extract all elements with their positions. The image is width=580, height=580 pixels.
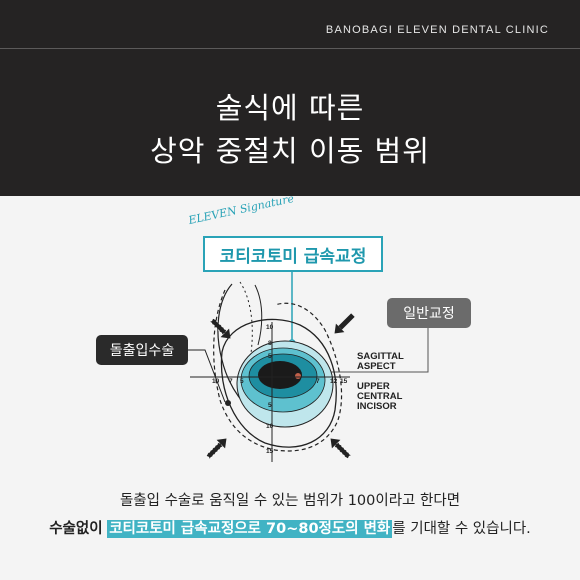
scale-top-5: 5 bbox=[268, 353, 272, 360]
tooth-contour-inner bbox=[239, 281, 253, 361]
surgery-label: 돌출입수술 bbox=[96, 335, 188, 365]
arrow-bottom-right-icon bbox=[330, 438, 352, 460]
caption-line1: 돌출입 수술로 움직일 수 있는 범위가 100이라고 한다면 bbox=[119, 493, 461, 509]
corticotomy-label: 코티코토미 급속교정 bbox=[203, 236, 383, 272]
surgery-range-outline bbox=[220, 318, 337, 448]
scale-top-10: 10 bbox=[266, 324, 274, 331]
sagittal-aspect-label: SAGITTAL ASPECT bbox=[357, 352, 404, 372]
caption-bold: 수술없이 bbox=[49, 521, 103, 537]
scale-top-8: 8 bbox=[268, 340, 272, 347]
aspect-word: ASPECT bbox=[357, 361, 396, 372]
scale-right-15: 15 bbox=[340, 378, 348, 385]
scale-left-10: 10 bbox=[212, 378, 220, 385]
caption-highlight: 코티코토미 급속교정으로 70~80정도의 변화 bbox=[107, 520, 393, 538]
surgery-leader bbox=[188, 349, 226, 403]
force-arrows bbox=[205, 313, 355, 460]
arrow-bottom-left-icon bbox=[205, 438, 227, 460]
scale-left-5: 5 bbox=[240, 378, 244, 385]
tooth-contour-inner2 bbox=[254, 284, 263, 346]
tooth-contour-dashed bbox=[213, 289, 343, 452]
scale-bottom-5: 5 bbox=[268, 402, 272, 409]
scale-bottom-15: 15 bbox=[266, 448, 274, 455]
scale-left-7: 7 bbox=[229, 378, 233, 385]
origin-point bbox=[295, 373, 301, 379]
arrow-top-right-icon bbox=[334, 313, 355, 334]
page-title-line2: 상악 중절치 이동 범위 bbox=[150, 134, 430, 168]
header-banner: BANOBAGI ELEVEN DENTAL CLINIC 술식에 따른 상악 … bbox=[0, 0, 580, 196]
range-core bbox=[258, 361, 302, 389]
scale-bottom-10: 10 bbox=[266, 423, 274, 430]
general-leader bbox=[300, 328, 429, 373]
upper-word: UPPER bbox=[357, 381, 390, 392]
caption-tail: 를 기대할 수 있습니다. bbox=[392, 521, 531, 537]
clinic-name: BANOBAGI ELEVEN DENTAL CLINIC bbox=[325, 24, 549, 36]
central-word: CENTRAL bbox=[357, 391, 403, 402]
incisor-word: INCISOR bbox=[357, 401, 397, 412]
scale-right-7: 7 bbox=[316, 378, 320, 385]
page-title-line1: 술식에 따른 bbox=[215, 91, 365, 125]
general-orthodontics-label: 일반교정 bbox=[387, 298, 471, 328]
scale-right-12: 12 bbox=[330, 378, 338, 385]
upper-central-incisor-label: UPPER CENTRAL INCISOR bbox=[357, 382, 402, 412]
surgery-point bbox=[225, 400, 231, 406]
header-divider bbox=[0, 48, 580, 49]
sagittal-word: SAGITTAL bbox=[357, 351, 404, 362]
arrow-top-left-icon bbox=[209, 317, 231, 339]
